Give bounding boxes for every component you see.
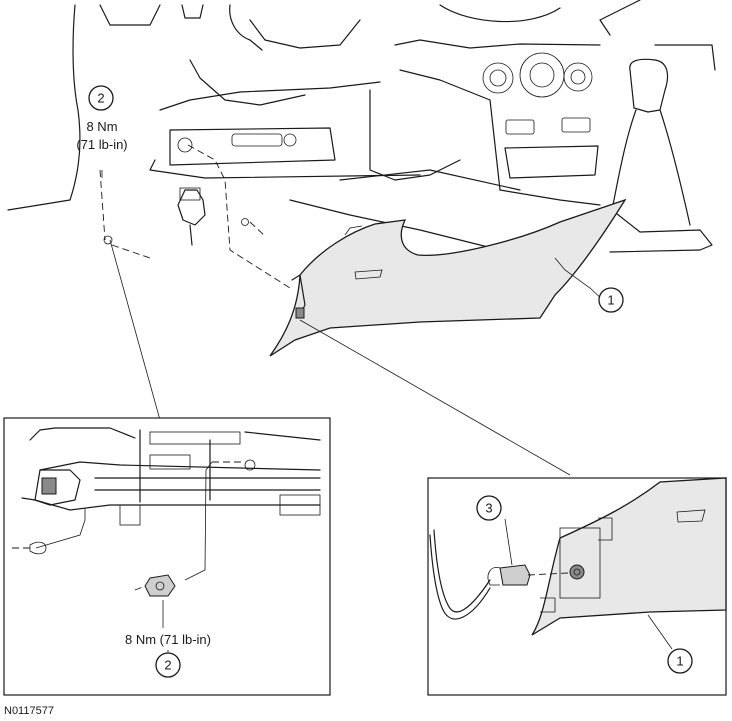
svg-text:1: 1 bbox=[607, 293, 614, 308]
screw-icon bbox=[103, 235, 113, 245]
torque-spec-detail: 8 Nm (71 lb-in) bbox=[125, 632, 211, 647]
dashboard-main-view bbox=[7, 0, 716, 259]
leader-lines-main bbox=[99, 144, 606, 476]
detail-view-fastener bbox=[3, 417, 331, 696]
torque-spec-line2: (71 lb-in) bbox=[76, 137, 127, 152]
callout-3-detail: 3 bbox=[476, 495, 502, 521]
figure-code: N0117577 bbox=[4, 705, 54, 717]
callout-1-detail: 1 bbox=[667, 648, 693, 674]
svg-text:2: 2 bbox=[164, 658, 171, 673]
svg-text:1: 1 bbox=[676, 654, 683, 669]
svg-text:3: 3 bbox=[485, 501, 492, 516]
callout-1-main: 1 bbox=[598, 287, 624, 313]
screw-icon bbox=[241, 218, 249, 226]
callout-2-detail: 2 bbox=[155, 652, 181, 678]
callout-2-main: 2 bbox=[88, 85, 114, 111]
lower-trim-panel bbox=[269, 198, 627, 357]
torque-spec-line1: 8 Nm bbox=[86, 119, 117, 134]
svg-text:2: 2 bbox=[97, 91, 104, 106]
